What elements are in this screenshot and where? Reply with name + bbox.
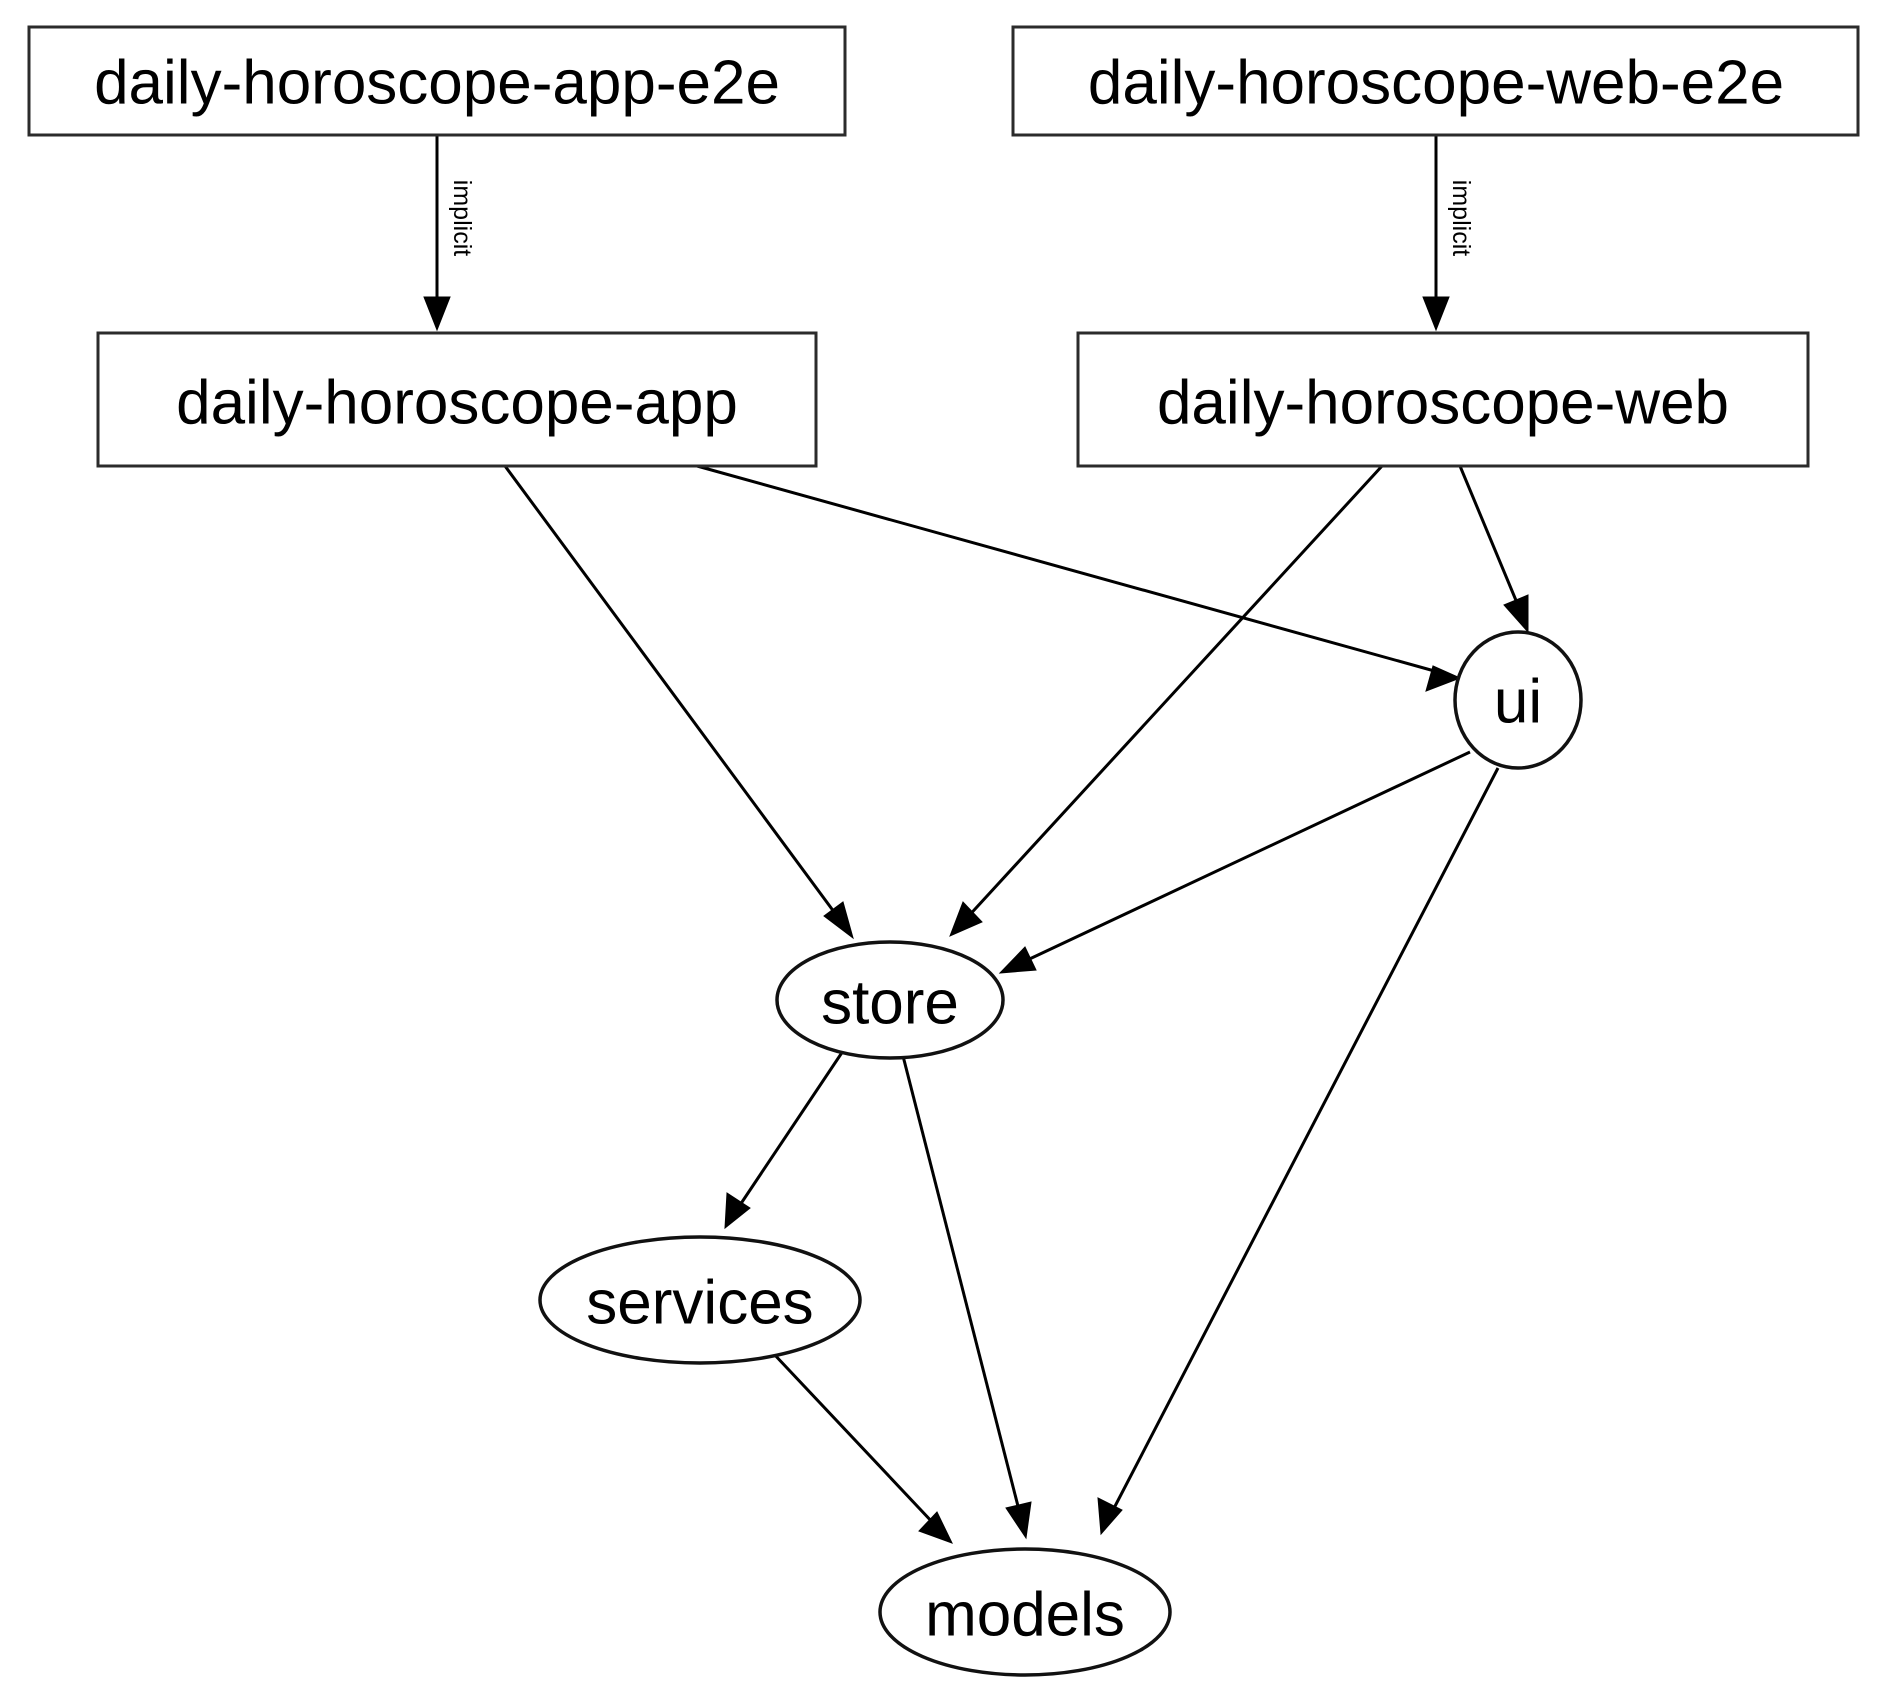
edge-app-to-ui[interactable] — [696, 464, 1462, 692]
edge-web-to-store[interactable] — [949, 464, 1384, 937]
node-ellipse — [1453, 630, 1583, 770]
edge-ui-to-models[interactable] — [1097, 767, 1500, 1536]
node-box — [1076, 331, 1810, 468]
node-daily-horoscope-app[interactable]: daily-horoscope-app — [96, 331, 818, 468]
edge-line — [736, 1047, 847, 1209]
node-ellipse — [538, 1235, 862, 1365]
node-label-store: store — [821, 969, 959, 1038]
edge-store-to-models[interactable] — [901, 1055, 1032, 1540]
node-daily-horoscope-web-e2e[interactable]: daily-horoscope-web-e2e — [1011, 25, 1860, 137]
node-box — [96, 331, 818, 468]
edge-web-e2e-to-web[interactable]: implicit — [1422, 136, 1475, 332]
arrowhead-icon — [1097, 1497, 1123, 1536]
edge-app-e2e-to-app[interactable]: implicit — [423, 136, 476, 332]
edge-line — [696, 464, 1439, 674]
node-label-models: models — [925, 1581, 1125, 1650]
node-services[interactable]: services — [538, 1235, 862, 1365]
edge-line — [1458, 465, 1522, 611]
node-box — [27, 25, 847, 137]
edge-line — [901, 1055, 1022, 1515]
node-ellipse — [775, 940, 1005, 1060]
arrowhead-icon — [823, 901, 854, 940]
arrowhead-icon — [1425, 665, 1462, 692]
node-ellipse — [878, 1547, 1172, 1677]
arrowhead-icon — [1503, 594, 1529, 634]
edge-label-implicit-right: implicit — [1447, 180, 1475, 256]
node-models[interactable]: models — [878, 1547, 1172, 1677]
node-label-ui: ui — [1494, 668, 1542, 737]
arrowhead-icon — [918, 1511, 953, 1544]
edge-store-to-services[interactable] — [724, 1047, 847, 1230]
node-ui[interactable]: ui — [1453, 630, 1583, 770]
edge-line — [503, 465, 842, 921]
edge-ui-to-store[interactable] — [998, 750, 1471, 974]
edge-label-implicit-left: implicit — [448, 180, 476, 256]
node-daily-horoscope-app-e2e[interactable]: daily-horoscope-app-e2e — [27, 25, 847, 137]
edge-line — [963, 464, 1384, 922]
arrowhead-icon — [998, 946, 1037, 974]
edge-line — [1110, 767, 1500, 1513]
node-label-app: daily-horoscope-app — [176, 369, 738, 438]
node-box — [1011, 25, 1860, 137]
arrowhead-icon — [949, 901, 983, 937]
edge-app-to-store[interactable] — [503, 465, 854, 940]
node-label-app-e2e: daily-horoscope-app-e2e — [94, 49, 780, 118]
arrowhead-icon — [423, 296, 451, 332]
edge-line — [770, 1350, 937, 1527]
arrowhead-icon — [1005, 1501, 1032, 1540]
node-label-web: daily-horoscope-web — [1157, 369, 1729, 438]
node-daily-horoscope-web[interactable]: daily-horoscope-web — [1076, 331, 1810, 468]
node-label-services: services — [586, 1269, 813, 1338]
node-store[interactable]: store — [775, 940, 1005, 1060]
arrowhead-icon — [1422, 296, 1450, 332]
edge-line — [1020, 750, 1471, 965]
edge-services-to-models[interactable] — [770, 1350, 953, 1544]
arrowhead-icon — [724, 1192, 751, 1230]
edge-web-to-ui[interactable] — [1458, 465, 1529, 634]
node-label-web-e2e: daily-horoscope-web-e2e — [1088, 49, 1784, 118]
